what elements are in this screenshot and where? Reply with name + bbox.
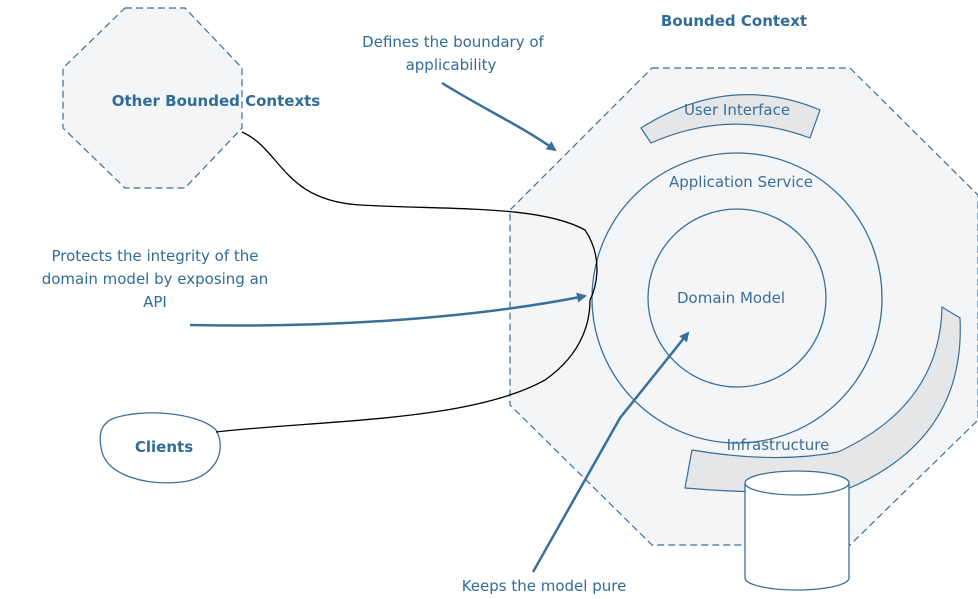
application-service-label: Application Service (669, 173, 813, 191)
protects-api-arrow (189, 292, 587, 327)
clients-shape (99, 412, 221, 484)
database-cylinder (744, 483, 850, 591)
database-cylinder-top (744, 470, 850, 496)
keeps-model-pure-text: Keeps the model pure (462, 577, 627, 595)
user-interface-label: User Interface (684, 101, 790, 119)
clients-label: Clients (135, 438, 193, 456)
defines-boundary-text-2: applicability (406, 56, 497, 74)
infrastructure-band (684, 305, 961, 493)
user-interface-band (640, 94, 821, 144)
clients-connector (215, 299, 591, 433)
bounded-context-title: Bounded Context (661, 12, 807, 30)
infrastructure-label: Infrastructure (727, 436, 830, 454)
application-service-ring (591, 152, 883, 444)
other-contexts-connector (241, 131, 598, 301)
keeps-model-pure-arrow (531, 331, 690, 573)
defines-boundary-arrow (441, 81, 557, 152)
protects-text-1: Protects the integrity of the (51, 247, 258, 265)
other-bounded-contexts-label: Other Bounded Contexts (112, 92, 321, 110)
domain-model-circle (647, 208, 827, 388)
protects-text-3: API (143, 293, 167, 311)
other-bounded-contexts-shape (62, 7, 243, 189)
bounded-context-shape (509, 67, 978, 546)
protects-text-2: domain model by exposing an (42, 270, 269, 288)
defines-boundary-text-1: Defines the boundary of (362, 33, 544, 51)
domain-model-label: Domain Model (677, 289, 785, 307)
